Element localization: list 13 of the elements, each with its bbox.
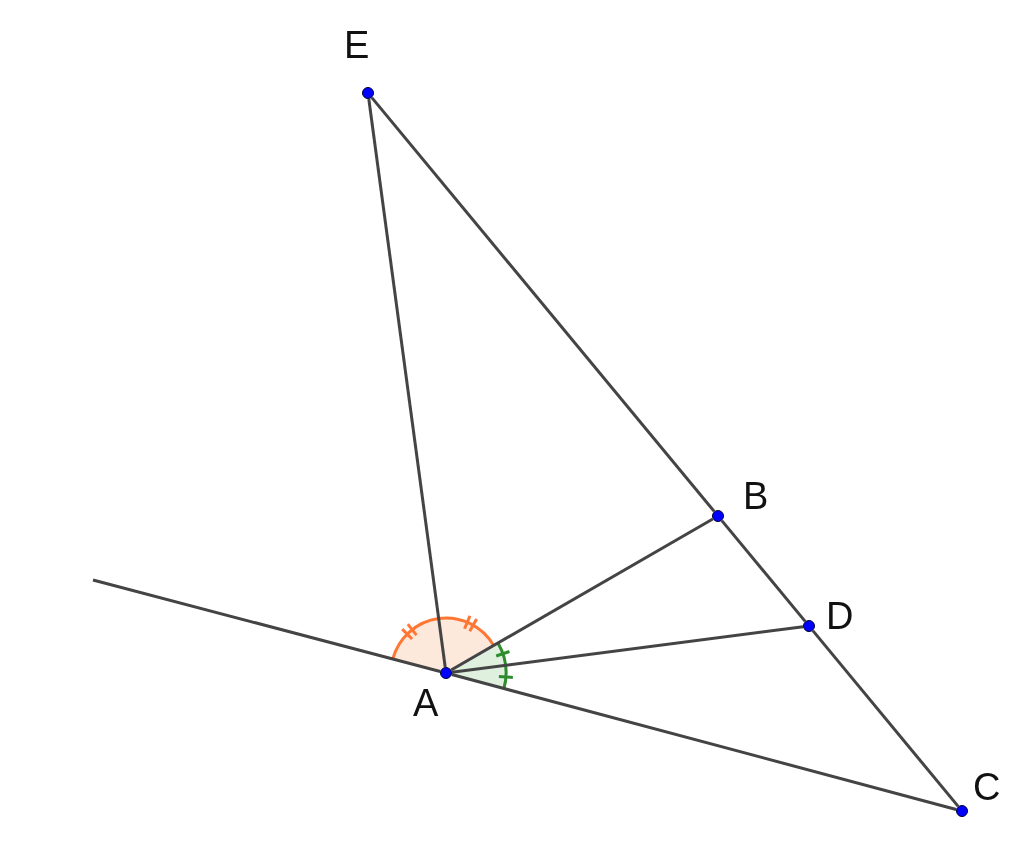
- line-segment: [370, 96, 716, 513]
- line-segment: [450, 517, 714, 672]
- point-label: E: [344, 26, 370, 64]
- point-label: C: [973, 768, 1001, 806]
- point-label: B: [743, 477, 769, 515]
- line-segment: [451, 625, 804, 674]
- line-segment: [92, 578, 441, 673]
- line-segment: [720, 519, 807, 623]
- line-segment: [367, 98, 447, 668]
- line-segment: [451, 673, 957, 811]
- point-label: D: [826, 597, 854, 635]
- line-segment: [811, 629, 960, 808]
- point-label: A: [413, 684, 439, 722]
